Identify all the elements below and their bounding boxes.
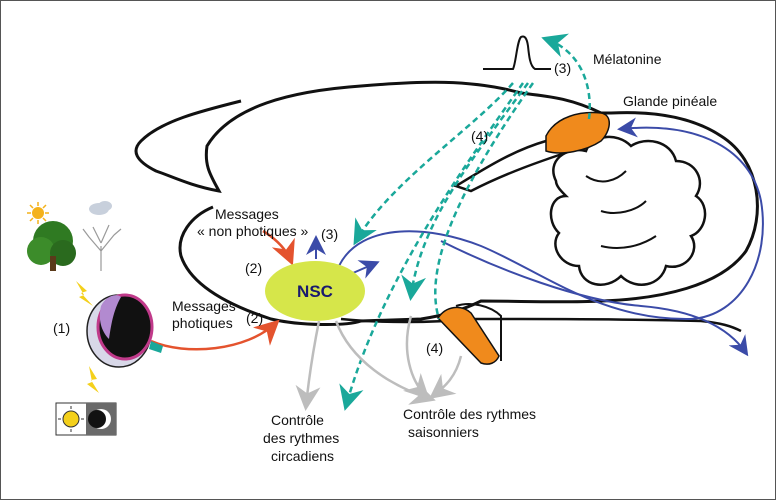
- label-n3-nsc: (3): [321, 226, 338, 242]
- nsc-label: NSC: [297, 282, 333, 301]
- melatonin-to-nsc: [356, 83, 513, 241]
- label-messages-photiques-1: Messages: [172, 298, 236, 314]
- day-night-icon: [56, 403, 116, 435]
- label-n3-top: (3): [554, 60, 571, 76]
- eye-icon: [87, 295, 163, 367]
- output-to-circadien: [306, 321, 319, 406]
- cloud-icon: [89, 201, 112, 215]
- brain-outline: [136, 82, 757, 324]
- label-circadien-3: circadiens: [271, 448, 334, 464]
- pituitary-gland: [438, 307, 499, 364]
- label-n1: (1): [53, 320, 70, 336]
- label-saisonnier-2: saisonniers: [408, 424, 479, 440]
- melatonin-to-pituitary: [435, 83, 533, 319]
- label-n2-bottom: (2): [246, 310, 263, 326]
- melatonin-pulse: [483, 36, 551, 69]
- bare-tree-icon: [83, 225, 121, 271]
- label-n4-bottom: (4): [426, 340, 443, 356]
- green-tree-icon: [27, 221, 76, 271]
- lightning-icon: [76, 281, 93, 306]
- label-messages-photiques-2: photiques: [172, 315, 233, 331]
- output-to-saisonnier-2: [407, 316, 426, 396]
- label-n2-top: (2): [245, 260, 262, 276]
- pathway-nsc-to-pineal: [339, 128, 763, 319]
- sun-icon: [27, 202, 49, 224]
- label-circadien-2: des rythmes: [263, 430, 339, 446]
- lightning-icon: [87, 366, 99, 393]
- label-n4-top: (4): [471, 128, 488, 144]
- label-saisonnier-1: Contrôle des rythmes: [403, 406, 536, 422]
- output-pituitary-saisonnier: [433, 356, 461, 396]
- label-circadien-1: Contrôle: [271, 412, 324, 428]
- label-messages-non-photiques-1: Messages: [215, 206, 279, 222]
- label-melatonine: Mélatonine: [593, 51, 662, 67]
- pineal-gland: [546, 113, 609, 153]
- label-messages-non-photiques-2: « non photiques »: [197, 223, 309, 239]
- label-glande-pineale: Glande pinéale: [623, 93, 717, 109]
- output-to-saisonnier-1: [336, 321, 431, 399]
